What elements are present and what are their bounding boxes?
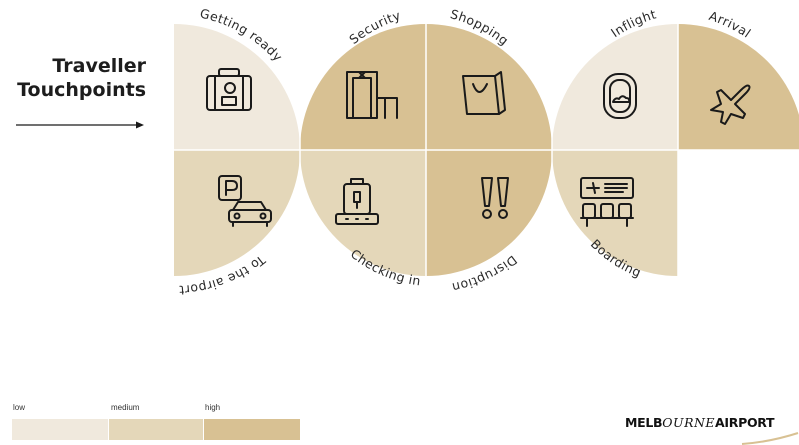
departure-board-icon — [580, 177, 634, 227]
direction-arrow — [16, 121, 144, 129]
exclamation-icon — [481, 177, 509, 219]
touchpoint-shape-arrival — [678, 24, 799, 150]
logo-text-2: OURNE — [662, 415, 716, 430]
touchpoint-shape-shopping — [426, 24, 552, 150]
logo-text-3: AIRPORT — [715, 415, 775, 430]
title-line-1: Traveller — [52, 55, 146, 77]
airplane-icon — [710, 84, 751, 125]
legend-label-high: high — [205, 403, 221, 412]
diagram-title: Traveller Touchpoints — [17, 54, 146, 102]
airport-logo: MELBOURNEAIRPORT — [625, 415, 799, 435]
legend-swatch-medium — [109, 419, 203, 440]
touchpoint-shape-disruption — [426, 150, 552, 276]
logo-text-1: MELB — [625, 415, 663, 430]
logo-swoosh — [741, 432, 799, 445]
baggage-scale-icon — [335, 178, 379, 225]
legend-label-low: low — [13, 403, 26, 412]
legend: low medium high — [12, 400, 302, 440]
touchpoint-shape-boarding — [552, 150, 678, 276]
parking-car-icon — [218, 175, 272, 227]
title-line-2: Touchpoints — [17, 79, 146, 101]
suitcase-icon — [206, 68, 252, 111]
shopping-bag-icon — [462, 71, 506, 115]
legend-label-medium: medium — [111, 403, 140, 412]
legend-swatch-high — [204, 419, 300, 440]
legend-swatch-low — [12, 419, 108, 440]
touchpoint-shape-security — [300, 24, 426, 150]
touchpoint-shape-inflight — [552, 24, 678, 150]
touchpoint-shape-getting-ready — [174, 24, 300, 150]
security-gate-icon — [346, 71, 398, 119]
airplane-window-icon — [603, 73, 637, 119]
